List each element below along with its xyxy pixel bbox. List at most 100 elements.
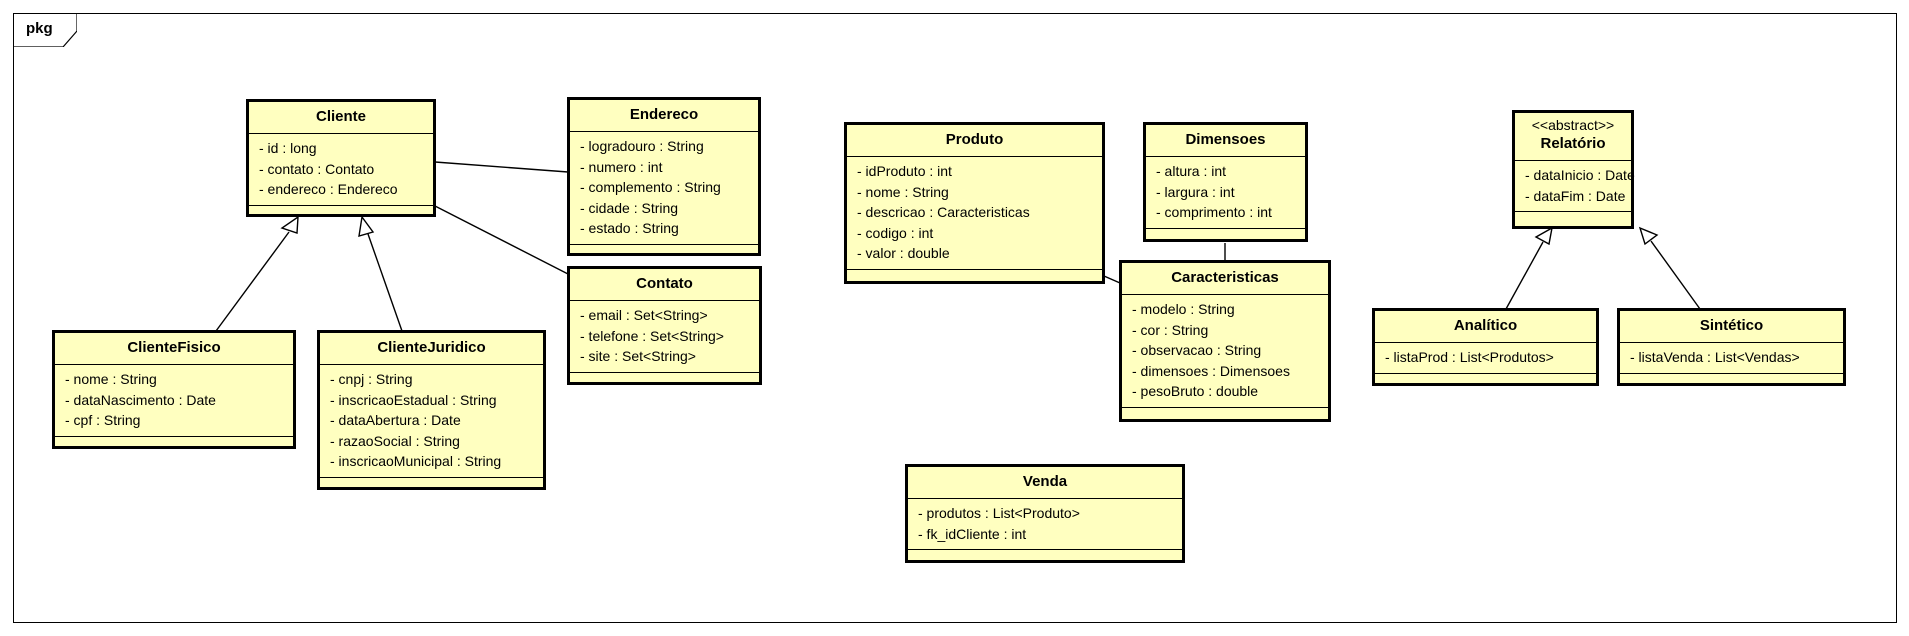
package-tab [13,13,77,47]
attribute-list: - logradouro : String - numero : int - c… [570,132,758,245]
association-cliente-endereco [434,161,569,173]
generalization-arrowhead-relatorio-right [1638,226,1659,246]
class-name: Produto [945,131,1004,148]
operations-compartment [570,373,759,383]
attribute: - cor : String [1132,321,1209,338]
operations-compartment [55,437,293,447]
generalization-clientefisico-cliente [215,231,290,332]
association-produto-caracteristicas [1103,275,1121,284]
class-header: Caracteristicas [1122,263,1328,295]
attribute: - site : Set<String> [580,348,696,364]
operations-compartment [1146,229,1305,239]
class-name: ClienteJuridico [377,339,486,356]
attribute: - pesoBruto : double [1132,383,1259,399]
class-header: ClienteJuridico [320,333,543,365]
attribute: - listaVenda : List<Vendas> [1630,349,1800,365]
attribute: - telefone : Set<String> [580,327,724,344]
attribute: - produtos : List<Produto> [918,505,1080,521]
attribute: - contato : Contato [259,160,375,177]
generalization-arrowhead-cliente-left [280,215,299,234]
class-stereotype: <<abstract>> [1531,117,1615,133]
attribute: - dataAbertura : Date [330,412,461,428]
class-analitico[interactable]: Analítico - listaProd : List<Produtos> [1372,308,1599,386]
attribute: - dimensoes : Dimensoes [1132,362,1290,379]
class-header: Venda [908,467,1182,499]
attribute: - modelo : String [1132,301,1235,317]
class-name: Cliente [315,108,366,125]
attribute: - logradouro : String [580,138,704,154]
generalization-sintetico-relatorio [1650,240,1701,310]
attribute: - codigo : int [857,224,934,241]
attribute-list: - idProduto : int - nome : String - desc… [847,157,1102,270]
attribute-list: - listaVenda : List<Vendas> [1620,343,1843,374]
package-label: pkg [26,20,53,37]
class-produto[interactable]: Produto - idProduto : int - nome : Strin… [844,122,1105,284]
attribute-list: - produtos : List<Produto> - fk_idClient… [908,499,1182,550]
operations-compartment [908,550,1182,560]
attribute: - valor : double [857,245,950,261]
class-header: Cliente [249,102,433,134]
class-header: Produto [847,125,1102,157]
class-dimensoes[interactable]: Dimensoes - altura : int - largura : int… [1143,122,1308,242]
attribute: - fk_idCliente : int [918,525,1027,542]
attribute: - inscricaoEstadual : String [330,391,497,408]
class-name: Caracteristicas [1171,269,1279,286]
attribute: - altura : int [1156,163,1227,179]
class-contato[interactable]: Contato - email : Set<String> - telefone… [567,266,762,385]
operations-compartment [1375,374,1596,384]
class-relatorio[interactable]: <<abstract>> Relatório - dataInicio : Da… [1512,110,1635,229]
attribute: - razaoSocial : String [330,432,460,449]
attribute-list: - id : long - contato : Contato - endere… [249,134,433,206]
attribute: - nome : String [857,183,949,200]
attribute: - estado : String [580,220,679,236]
operations-compartment [1515,212,1631,222]
generalization-clientejuridico-cliente [367,233,403,332]
class-clientefisico[interactable]: ClienteFisico - nome : String - dataNasc… [52,330,296,449]
class-endereco[interactable]: Endereco - logradouro : String - numero … [567,97,761,256]
class-header: Contato [570,269,759,301]
attribute: - dataInicio : Date [1525,167,1635,183]
class-name: Dimensoes [1185,131,1266,148]
attribute-list: - cnpj : String - inscricaoEstadual : St… [320,365,543,478]
class-name: Relatório [1540,135,1606,152]
class-cliente[interactable]: Cliente - id : long - contato : Contato … [246,99,436,217]
attribute: - numero : int [580,158,663,175]
class-name: Contato [636,275,693,292]
attribute-list: - email : Set<String> - telefone : Set<S… [570,301,759,373]
operations-compartment [847,270,1102,280]
class-clientejuridico[interactable]: ClienteJuridico - cnpj : String - inscri… [317,330,546,490]
generalization-analitico-relatorio [1505,241,1544,310]
attribute: - cpf : String [65,412,141,428]
attribute: - id : long [259,140,317,156]
attribute: - comprimento : int [1156,204,1272,220]
attribute-list: - modelo : String - cor : String - obser… [1122,295,1328,408]
attribute-list: - altura : int - largura : int - comprim… [1146,157,1305,229]
attribute: - cnpj : String [330,371,413,387]
attribute-list: - dataInicio : Date - dataFim : Date [1515,161,1635,212]
operations-compartment [570,245,758,255]
attribute: - inscricaoMunicipal : String [330,453,502,469]
association-cliente-contato [434,205,569,275]
operations-compartment [1620,374,1843,384]
generalization-arrowhead-cliente-right [358,215,375,237]
attribute: - email : Set<String> [580,307,708,323]
class-name: Sintético [1699,317,1764,334]
attribute: - idProduto : int [857,163,952,179]
class-header: ClienteFisico [55,333,293,365]
generalization-arrowhead-relatorio-left [1534,226,1553,246]
class-name: ClienteFisico [127,339,221,356]
class-venda[interactable]: Venda - produtos : List<Produto> - fk_id… [905,464,1185,563]
class-header: Sintético [1620,311,1843,343]
attribute: - nome : String [65,371,157,387]
attribute: - cidade : String [580,199,679,216]
class-caracteristicas[interactable]: Caracteristicas - modelo : String - cor … [1119,260,1331,422]
class-name: Analítico [1453,317,1518,334]
attribute: - listaProd : List<Produtos> [1385,349,1554,365]
class-header: Dimensoes [1146,125,1305,157]
class-header: Endereco [570,100,758,132]
class-sintetico[interactable]: Sintético - listaVenda : List<Vendas> [1617,308,1846,386]
attribute-list: - listaProd : List<Produtos> [1375,343,1596,374]
attribute: - endereco : Endereco [259,181,398,197]
